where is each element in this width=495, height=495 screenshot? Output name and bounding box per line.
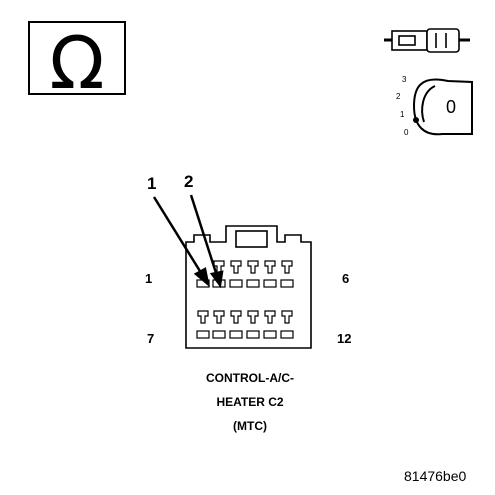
key-position-1: 1 — [400, 110, 405, 119]
connector-name-line2: HEATER C2 — [216, 395, 284, 409]
key-position-2: 2 — [396, 92, 401, 101]
callout-2-leader — [189, 194, 219, 277]
terminal-latch-9 — [230, 310, 242, 324]
terminal-cavities — [196, 260, 294, 339]
pin-label-1: 1 — [145, 271, 153, 286]
terminal-cavity-11 — [263, 330, 277, 339]
callout-2-label: 2 — [184, 172, 194, 191]
terminal-cavity-5 — [263, 279, 277, 288]
terminal-cavity-8 — [212, 330, 226, 339]
key-position-0: 0 — [404, 128, 409, 137]
terminal-latch-8 — [213, 310, 225, 324]
connector-name-line3: (MTC) — [233, 419, 267, 433]
key-position-3: 3 — [402, 75, 407, 84]
callout-2-arrowhead — [209, 270, 224, 289]
terminal-cavity-7 — [196, 330, 210, 339]
terminal-cavity-9 — [229, 330, 243, 339]
terminal-latch-12 — [281, 310, 293, 324]
terminal-latch-7 — [197, 310, 209, 324]
disconnect-icon — [384, 28, 470, 53]
figure-id: 81476be0 — [404, 468, 467, 484]
pin-label-12: 12 — [337, 331, 352, 346]
terminal-latch-11 — [264, 310, 276, 324]
terminal-latch-6 — [281, 260, 293, 274]
ohmmeter-icon: Ω — [28, 21, 126, 105]
callout-1-arrowhead — [193, 267, 210, 288]
terminal-latch-5 — [264, 260, 276, 274]
callout-1-leader — [152, 196, 205, 277]
terminal-cavity-3 — [229, 279, 243, 288]
terminal-cavity-10 — [246, 330, 260, 339]
pin-label-7: 7 — [147, 331, 155, 346]
ignition-off-icon: 3 2 1 0 0 — [396, 75, 473, 137]
callout-arrows — [152, 194, 224, 289]
pin-label-6: 6 — [342, 271, 350, 286]
terminal-latch-10 — [247, 310, 259, 324]
terminal-cavity-6 — [280, 279, 294, 288]
key-face-label: 0 — [446, 97, 456, 117]
terminal-cavity-12 — [280, 330, 294, 339]
ohm-symbol: Ω — [49, 21, 104, 105]
connector-name-line1: CONTROL-A/C- — [206, 371, 294, 385]
terminal-latch-3 — [230, 260, 242, 274]
terminal-cavity-4 — [246, 279, 260, 288]
terminal-latch-4 — [247, 260, 259, 274]
callout-1-label: 1 — [147, 174, 157, 193]
